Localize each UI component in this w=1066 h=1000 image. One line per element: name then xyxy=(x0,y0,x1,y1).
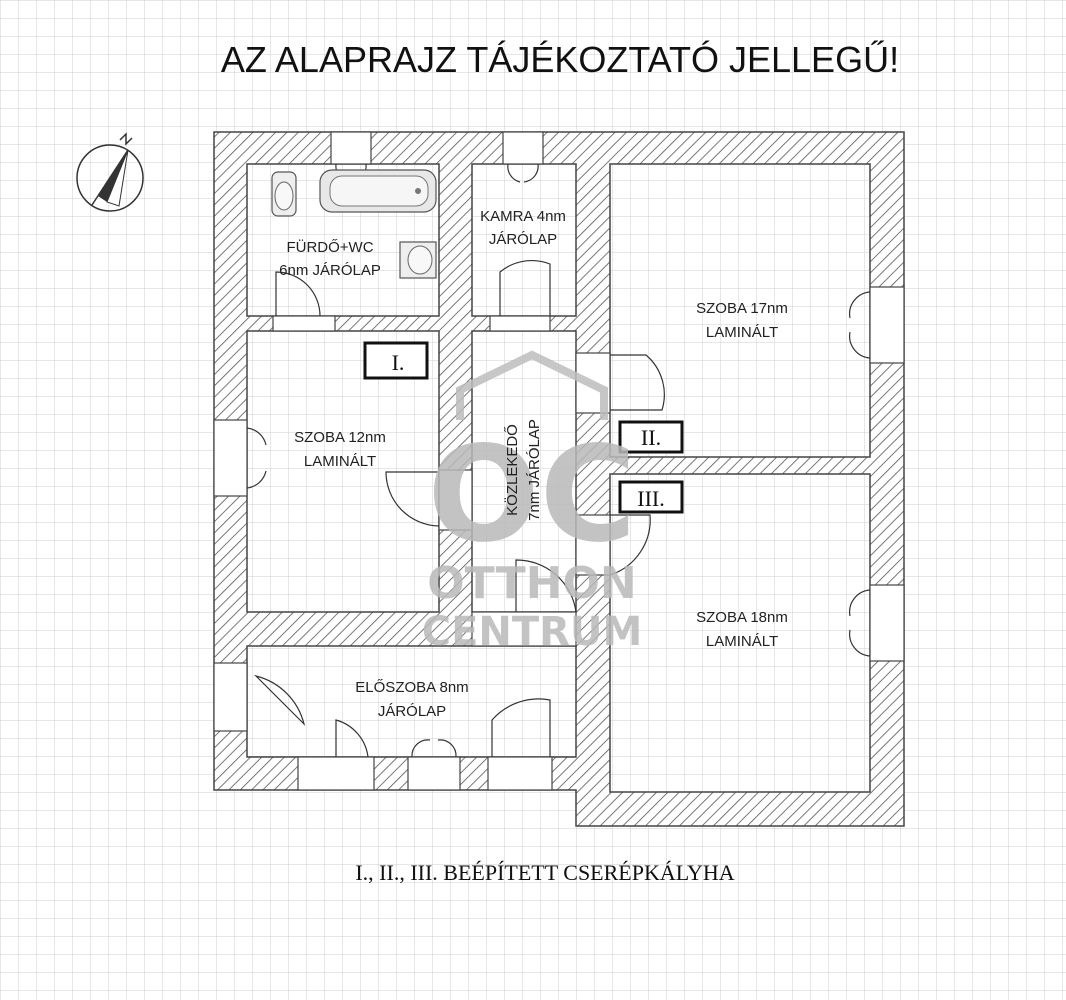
room-12-floor: LAMINÁLT xyxy=(304,453,376,470)
room-corridor-floor: 7nm JÁRÓLAP xyxy=(526,419,543,521)
stove-1-label: I. xyxy=(392,350,405,375)
stove-2-label: II. xyxy=(641,425,661,450)
window-room17 xyxy=(869,286,905,364)
toilet-icon xyxy=(271,171,297,217)
watermark-line1: OTTHON xyxy=(427,558,637,609)
room-hall-name: ELŐSZOBA 8nm xyxy=(355,679,468,696)
stove-1-marker: I. xyxy=(363,341,429,380)
stove-3-label: III. xyxy=(637,486,664,511)
room-pantry-floor: JÁRÓLAP xyxy=(489,231,557,248)
room-corridor-name: KÖZLEKEDŐ xyxy=(503,424,521,516)
window-room18 xyxy=(869,584,905,662)
window-hall-bottom xyxy=(407,756,461,791)
door-pantry xyxy=(489,315,551,332)
window-hall xyxy=(213,662,248,732)
window-pantry xyxy=(502,131,544,165)
room-pantry-name: KAMRA 4nm xyxy=(480,208,566,225)
stove-3-marker: III. xyxy=(618,480,684,514)
window-bathroom xyxy=(330,131,372,165)
room-18-floor: LAMINÁLT xyxy=(706,633,778,650)
room-12-name: SZOBA 12nm xyxy=(294,429,386,446)
door-room12 xyxy=(438,469,473,531)
door-bathroom xyxy=(272,315,336,332)
door-corridor xyxy=(471,611,577,647)
room-bathroom-name: FÜRDŐ+WC xyxy=(286,238,373,256)
door-room18 xyxy=(575,514,611,576)
watermark-logo: OC OTTHON CENTRUM xyxy=(422,350,643,655)
room-hall-floor: JÁRÓLAP xyxy=(378,703,446,720)
plan-title: AZ ALAPRAJZ TÁJÉKOZTATÓ JELLEGŰ! xyxy=(221,39,899,80)
wall-openings xyxy=(213,131,905,791)
sink-icon xyxy=(399,241,437,279)
watermark-line2: CENTRUM xyxy=(422,609,643,655)
door-entrance-right xyxy=(487,756,553,791)
room-18-name: SZOBA 18nm xyxy=(696,609,788,626)
window-room12 xyxy=(213,419,248,497)
watermark-logo-mark: OC xyxy=(427,418,636,572)
door-swings xyxy=(246,163,871,758)
door-entrance-left xyxy=(297,756,375,791)
bathtub-icon xyxy=(319,169,437,213)
stove-legend-note: I., II., III. BEÉPÍTETT CSERÉPKÁLYHA xyxy=(355,860,734,885)
room-17-floor: LAMINÁLT xyxy=(706,324,778,341)
north-arrow-icon xyxy=(76,132,144,212)
room-bathroom-floor: 6nm JÁRÓLAP xyxy=(279,262,381,279)
room-17-name: SZOBA 17nm xyxy=(696,300,788,317)
stove-2-marker: II. xyxy=(618,420,684,454)
